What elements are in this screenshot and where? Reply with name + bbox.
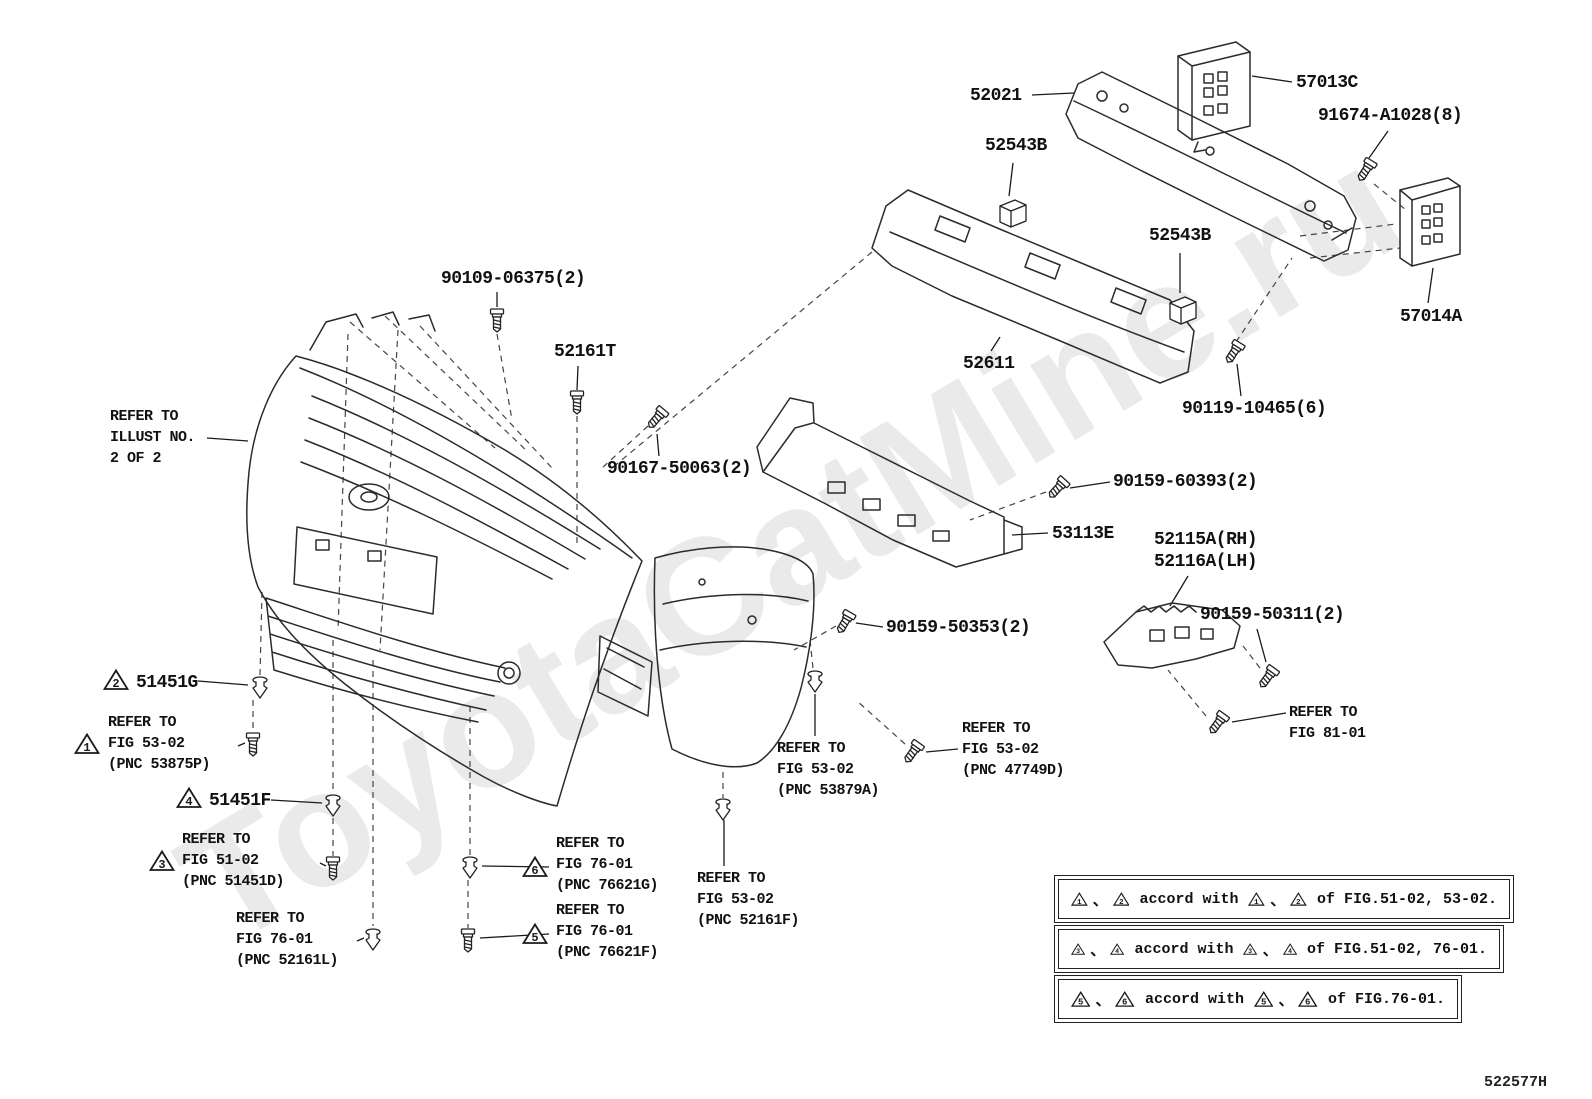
svg-text:2: 2 [1119, 899, 1124, 907]
svg-text:5: 5 [1261, 998, 1266, 1008]
svg-text:3: 3 [1076, 948, 1080, 955]
triangle-marker-1: 1 [74, 732, 100, 755]
svg-text:6: 6 [531, 864, 538, 878]
legend-accord-text: accord with [1134, 940, 1234, 958]
legend-separator: 、 [1262, 942, 1278, 960]
note-fig53-02-52161f: REFER TO FIG 53-02 (PNC 52161F) [697, 870, 800, 929]
svg-text:1: 1 [1255, 899, 1260, 907]
part-label-52161t[interactable]: 52161T [554, 342, 616, 362]
bumper-corner-art [597, 546, 815, 768]
svg-text:6: 6 [1123, 998, 1128, 1008]
triangle-marker-6: 6 [1115, 990, 1135, 1008]
bracket-57014a-art [1399, 177, 1461, 267]
triangle-marker-5: 5 [1071, 990, 1091, 1008]
note-fig76-01-76621f: REFER TO FIG 76-01 (PNC 76621F) [556, 902, 659, 961]
legend-fig-text: of FIG.76-01. [1327, 990, 1445, 1008]
bumper-reinforcement-art [1065, 71, 1357, 262]
triangle-marker-3: 3 [149, 849, 175, 872]
svg-text:2: 2 [112, 677, 119, 691]
legend-separator: 、 [1270, 892, 1286, 910]
note-fig81-01: REFER TO FIG 81-01 [1289, 704, 1366, 742]
part-label-52115a-rh[interactable]: 52115A(RH) [1154, 530, 1258, 550]
part-label-90159-50311[interactable]: 90159-50311(2) [1200, 605, 1345, 625]
triangle-marker-6: 6 [1298, 990, 1318, 1008]
triangle-marker-1: 1 [1071, 892, 1088, 907]
triangle-marker-5: 5 [1253, 990, 1274, 1008]
legend-separator: 、 [1092, 892, 1108, 910]
assembly-dashed-lines [252, 183, 1407, 928]
legend-separator: 、 [1090, 942, 1106, 960]
svg-text:5: 5 [1078, 998, 1083, 1008]
part-label-90167-50063[interactable]: 90167-50063(2) [607, 459, 752, 479]
svg-text:5: 5 [531, 931, 538, 945]
figure-code: 522577H [1484, 1074, 1548, 1091]
legend-fig-text: of FIG.51-02, 76-01. [1306, 940, 1487, 958]
svg-text:3: 3 [1249, 948, 1253, 955]
legend-row-1: 1 、 2 accord with 1 、 2 of FIG.51-02, 53… [1054, 875, 1514, 923]
label-leader-lines [197, 75, 1434, 942]
triangle-marker-2: 2 [1290, 892, 1307, 907]
triangle-marker-2: 2 [103, 668, 129, 691]
svg-text:2: 2 [1296, 899, 1301, 907]
part-label-90109-06375[interactable]: 90109-06375(2) [441, 269, 586, 289]
legend-accord-text: accord with [1144, 990, 1244, 1008]
svg-text:4: 4 [1288, 948, 1292, 955]
triangle-marker-5: 5 [522, 922, 548, 945]
part-label-90159-50353[interactable]: 90159-50353(2) [886, 618, 1031, 638]
triangle-marker-4: 4 [1282, 943, 1297, 955]
legend-separator: 、 [1095, 992, 1111, 1010]
part-label-51451f[interactable]: 51451F [209, 791, 271, 811]
legend-row-3: 5 、 6 accord with 5 、 6 of FIG.76-01. [1054, 975, 1462, 1023]
part-label-57013c[interactable]: 57013C [1296, 73, 1358, 93]
note-fig76-01-52161l: REFER TO FIG 76-01 (PNC 52161L) [236, 910, 339, 969]
triangle-marker-4: 4 [176, 786, 202, 809]
svg-text:4: 4 [185, 795, 192, 809]
front-bumper-cover-art [246, 311, 643, 807]
legend-fig-text: of FIG.51-02, 53-02. [1316, 890, 1497, 908]
part-label-52611[interactable]: 52611 [963, 354, 1015, 374]
legend-separator: 、 [1278, 992, 1294, 1010]
part-label-52543b-top[interactable]: 52543B [985, 136, 1047, 156]
part-label-52116a-lh[interactable]: 52116A(LH) [1154, 552, 1258, 572]
note-refer-illust-2of2: REFER TO ILLUST NO. 2 OF 2 [110, 408, 196, 467]
lower-cover-art [756, 397, 1023, 568]
triangle-marker-3: 3 [1243, 943, 1258, 955]
energy-absorber-art [871, 189, 1195, 384]
part-label-52543b-mid[interactable]: 52543B [1149, 226, 1211, 246]
bumper-side-support-art [1103, 602, 1241, 669]
part-label-91674-a1028[interactable]: 91674-A1028(8) [1318, 106, 1463, 126]
svg-text:4: 4 [1115, 948, 1119, 955]
note-fig53-02-53875p: REFER TO FIG 53-02 (PNC 53875P) [108, 714, 211, 773]
note-fig53-02-53879a: REFER TO FIG 53-02 (PNC 53879A) [777, 740, 880, 799]
part-label-90159-60393[interactable]: 90159-60393(2) [1113, 472, 1258, 492]
svg-text:6: 6 [1306, 998, 1311, 1008]
svg-text:3: 3 [158, 858, 165, 872]
svg-text:1: 1 [1077, 899, 1082, 907]
bracket-57013c-art [1177, 41, 1251, 153]
part-label-57014a[interactable]: 57014A [1400, 307, 1462, 327]
part-label-51451g[interactable]: 51451G [136, 673, 198, 693]
note-fig76-01-76621g: REFER TO FIG 76-01 (PNC 76621G) [556, 835, 659, 894]
legend-row-2: 3 、 4 accord with 3 、 4 of FIG.51-02, 76… [1054, 925, 1504, 973]
triangle-marker-4: 4 [1110, 943, 1125, 955]
note-fig51-02-51451d: REFER TO FIG 51-02 (PNC 51451D) [182, 831, 285, 890]
part-label-53113e[interactable]: 53113E [1052, 524, 1114, 544]
triangle-marker-3: 3 [1071, 943, 1086, 955]
part-label-52021[interactable]: 52021 [970, 86, 1022, 106]
legend-accord-text: accord with [1139, 890, 1239, 908]
triangle-marker-6: 6 [522, 855, 548, 878]
triangle-marker-1: 1 [1248, 892, 1266, 907]
note-fig53-02-47749d: REFER TO FIG 53-02 (PNC 47749D) [962, 720, 1065, 779]
part-label-90119-10465[interactable]: 90119-10465(6) [1182, 399, 1327, 419]
triangle-marker-2: 2 [1112, 892, 1130, 907]
svg-text:1: 1 [83, 741, 90, 755]
